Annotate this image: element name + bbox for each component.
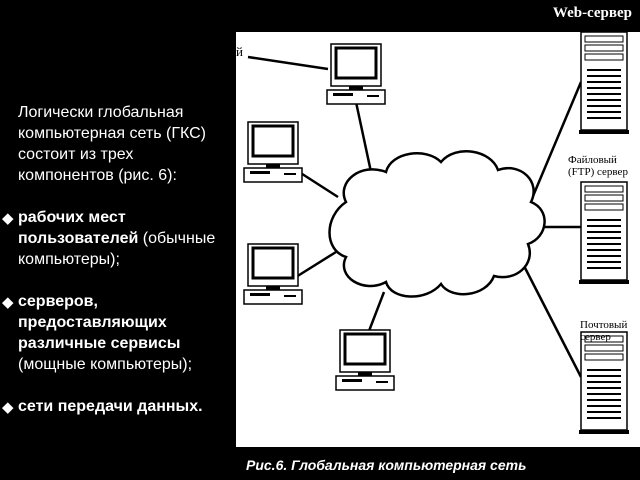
- diamond-bullet-icon: ◆: [2, 294, 14, 311]
- figure-caption: Рис.6. Глобальная компьютерная сеть: [246, 457, 527, 473]
- network-links: [247, 55, 583, 378]
- intro-text: Логически глобальная компьютерная сеть (…: [18, 104, 207, 184]
- mail-server-label: Почтовый сервер: [580, 319, 628, 343]
- workstation-icon: [242, 120, 304, 184]
- list-item: ◆ сети передачи данных.: [2, 396, 234, 417]
- web-server-icon: [578, 32, 630, 135]
- workstation-icon: [325, 42, 387, 106]
- ftp-server-label: Файловый (FTP) сервер: [568, 154, 628, 178]
- list-item: ◆ рабочих мест пользователей (обычные ко…: [2, 207, 234, 270]
- web-server-label: Web-сервер: [552, 5, 632, 21]
- network-diagram: Файловый (FTP) сервер Почтовый сервер й: [236, 32, 640, 447]
- mail-server-icon: [578, 331, 630, 435]
- workstation-icon: [334, 328, 396, 392]
- stray-label: й: [236, 44, 243, 59]
- ftp-server-icon: [578, 181, 630, 285]
- diamond-bullet-icon: ◆: [2, 210, 14, 227]
- component-title: серверов, предоставляющих различные серв…: [18, 293, 181, 352]
- data-network-cloud: [328, 150, 546, 298]
- components-list: ◆ рабочих мест пользователей (обычные ко…: [2, 207, 234, 438]
- diamond-bullet-icon: ◆: [2, 399, 14, 416]
- component-note: (обычные компьютеры);: [18, 230, 216, 268]
- list-item: ◆ серверов, предоставляющих различные се…: [2, 291, 234, 375]
- component-title: сети передачи данных.: [18, 398, 203, 415]
- component-note: (мощные компьютеры);: [18, 356, 193, 373]
- workstation-icon: [242, 242, 304, 306]
- component-title: рабочих мест пользователей: [18, 209, 139, 247]
